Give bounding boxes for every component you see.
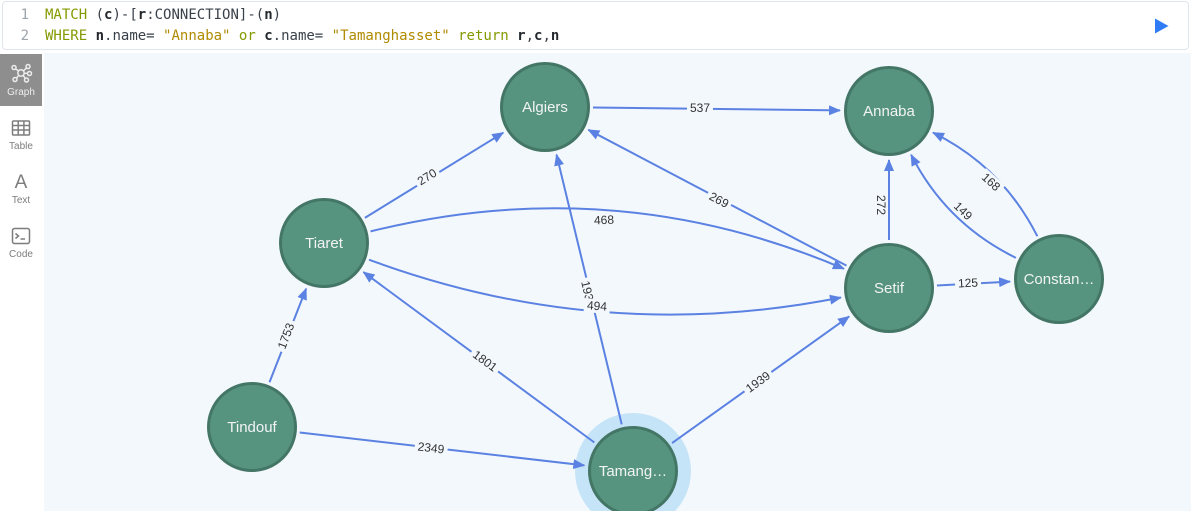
code-token — [87, 7, 95, 23]
code-line[interactable]: 1 MATCH (c)-[r:CONNECTION]-(n) — [3, 5, 1128, 26]
code-token: n — [95, 28, 105, 44]
code-token: WHERE — [45, 28, 88, 44]
edge-constantine-annaba[interactable] — [910, 153, 1017, 259]
table-icon — [11, 119, 31, 136]
tab-code[interactable]: Code — [0, 216, 42, 268]
code-token: ]-( — [238, 7, 265, 23]
edge-label-468[interactable]: 468 — [590, 212, 618, 228]
frame-bottom-padding — [0, 511, 1191, 519]
code-token: .name= — [104, 28, 164, 44]
play-icon — [1155, 18, 1169, 34]
graph-node-setif[interactable]: Setif — [844, 243, 934, 333]
code-token — [450, 28, 458, 44]
graph-node-tamanghasset[interactable]: Tamang… — [588, 426, 678, 511]
code-token: "Tamanghasset" — [331, 28, 450, 44]
tab-table[interactable]: Table — [0, 108, 42, 160]
code-token: or — [238, 28, 256, 44]
code-token: c — [264, 28, 273, 44]
edge-label-125[interactable]: 125 — [954, 275, 982, 291]
tab-text-label: Text — [11, 194, 31, 206]
code-token: "Annaba" — [163, 28, 231, 44]
code-token: return — [458, 28, 509, 44]
code-token — [509, 28, 517, 44]
code-token: :CONNECTION — [146, 7, 239, 23]
edge-label-272[interactable]: 272 — [874, 191, 888, 219]
code-token: r — [517, 28, 526, 44]
edge-label-537[interactable]: 537 — [686, 101, 714, 115]
tab-graph-label: Graph — [7, 86, 35, 98]
graph-node-constantine[interactable]: Constan… — [1014, 234, 1104, 324]
tab-code-label: Code — [9, 248, 33, 260]
graph-icon — [11, 63, 33, 83]
graph-node-tiaret[interactable]: Tiaret — [279, 198, 369, 288]
graph-node-tindouf[interactable]: Tindouf — [207, 382, 297, 472]
line-number: 2 — [20, 28, 29, 44]
code-token: MATCH — [45, 7, 88, 23]
code-token — [230, 28, 238, 44]
run-query-button[interactable] — [1150, 15, 1172, 37]
code-token: ) — [272, 7, 282, 23]
tab-graph[interactable]: Graph — [0, 54, 42, 106]
code-token: c — [104, 7, 113, 23]
line-number: 1 — [20, 7, 29, 23]
result-frame: Graph Table A Text — [0, 52, 1191, 519]
edge-label-494[interactable]: 494 — [583, 298, 611, 314]
text-icon: A — [15, 172, 28, 193]
view-switcher-sidebar: Graph Table A Text — [0, 52, 44, 519]
code-token: , — [525, 28, 535, 44]
code-token: .name= — [272, 28, 332, 44]
code-token: n — [264, 7, 273, 23]
edge-algiers-annaba[interactable] — [592, 105, 842, 116]
code-token: c — [534, 28, 543, 44]
code-token: n — [550, 28, 560, 44]
code-token: , — [542, 28, 551, 44]
edge-tiaret-setif[interactable] — [370, 207, 845, 270]
code-token: ( — [95, 7, 105, 23]
graph-node-annaba[interactable]: Annaba — [844, 66, 934, 156]
code-icon — [11, 227, 31, 244]
code-token: )-[ — [112, 7, 138, 23]
tab-text[interactable]: A Text — [0, 162, 42, 214]
code-token — [256, 28, 264, 44]
svg-text:A: A — [15, 172, 28, 193]
code-token: r — [137, 7, 147, 23]
graph-node-algiers[interactable]: Algiers — [500, 62, 590, 152]
tab-table-label: Table — [9, 140, 33, 152]
code-token — [87, 28, 95, 44]
